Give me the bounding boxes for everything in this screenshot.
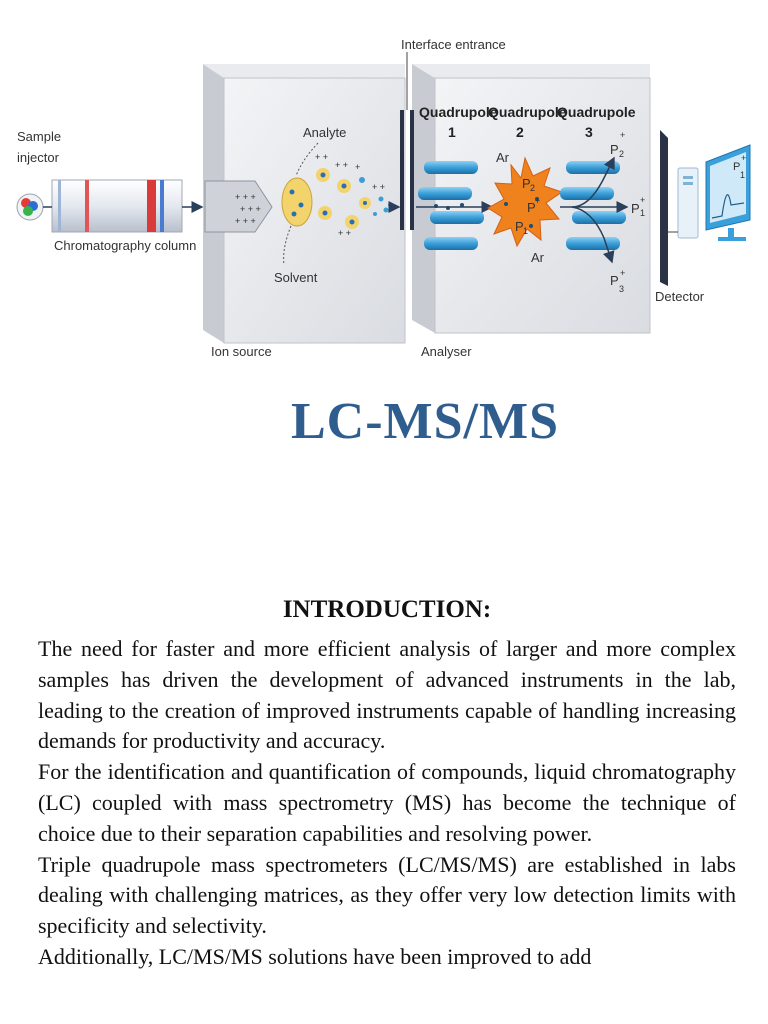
analyte-label: Analyte	[303, 125, 346, 140]
svg-text:P: P	[610, 142, 619, 157]
argon-bottom-label: Ar	[531, 250, 545, 265]
fragment-ions-labels: P 2 P + P 1	[515, 176, 540, 236]
paragraph-4: Additionally, LC/MS/MS solutions have be…	[38, 943, 592, 969]
svg-text:1: 1	[523, 226, 528, 236]
analyte-pointer	[295, 142, 319, 177]
svg-text:P: P	[733, 161, 740, 173]
svg-text:P: P	[522, 176, 531, 191]
product-ions-labels: P + 2 P + 1 P + 3	[610, 130, 645, 294]
sample-injector-icon	[16, 193, 44, 221]
svg-text:P: P	[610, 273, 619, 288]
interface-plate-right	[410, 110, 414, 230]
chromatography-column-label: Chromatography column	[54, 238, 196, 253]
page-title: LC-MS/MS	[291, 393, 559, 450]
paragraph-3: Triple quadrupole mass spectrometers (LC…	[38, 851, 736, 939]
sample-injector-label-line2: injector	[17, 150, 60, 165]
svg-text:3: 3	[619, 284, 624, 294]
svg-text:+ +: + +	[372, 182, 385, 192]
collision-cell-starburst	[487, 156, 564, 248]
svg-text:+: +	[741, 153, 746, 163]
ion-source-nozzle: + + + + + + + + +	[204, 180, 273, 233]
introduction-body: The need for faster and more efficient a…	[38, 634, 736, 973]
lc-ms-ms-schematic-diagram: Sample injector Chromatography column + …	[16, 37, 751, 359]
svg-text:+ + +: + + +	[235, 216, 256, 226]
svg-text:+ + +: + + +	[235, 192, 256, 202]
quadrupole-1-rods	[418, 161, 484, 250]
svg-text:+ +: + +	[335, 160, 348, 170]
svg-text:+ +: + +	[338, 228, 351, 238]
svg-text:+ + +: + + +	[240, 204, 261, 214]
quadrupole-2-label: Quadrupole	[488, 104, 567, 120]
svg-text:1: 1	[740, 170, 745, 180]
detector-label: Detector	[655, 289, 705, 304]
argon-top-label: Ar	[496, 150, 510, 165]
svg-text:P: P	[515, 219, 524, 234]
section-heading: INTRODUCTION:	[282, 596, 492, 623]
svg-text:+: +	[640, 195, 645, 205]
monitor-chromatogram-icon: P + 1	[705, 144, 751, 241]
svg-text:2: 2	[619, 149, 624, 159]
solvent-label: Solvent	[274, 270, 318, 285]
quadrupole-2-number: 2	[516, 124, 524, 140]
quadrupole-3-label: Quadrupole	[557, 104, 636, 120]
detector-plate	[660, 130, 668, 286]
svg-text:+ +: + +	[315, 152, 328, 162]
analyser-label: Analyser	[421, 344, 472, 359]
sample-injector-label-line1: Sample	[17, 129, 61, 144]
analyte-droplets: + + + + + + + + +	[281, 152, 392, 238]
quadrupole-1-number: 1	[448, 124, 456, 140]
interface-plate-left	[400, 110, 404, 230]
paragraph-1: The need for faster and more efficient a…	[38, 636, 736, 754]
paragraph-2: For the identification and quantificatio…	[38, 759, 736, 846]
quadrupole-3-rods	[560, 161, 626, 250]
quadrupole-1-label: Quadrupole	[419, 104, 498, 120]
ion-source-label: Ion source	[211, 344, 272, 359]
interface-entrance-label: Interface entrance	[401, 37, 506, 52]
svg-text:1: 1	[640, 208, 645, 218]
svg-text:P: P	[527, 200, 536, 215]
chromatography-column	[51, 179, 183, 233]
svg-text:+: +	[355, 162, 360, 172]
quadrupole-3-number: 3	[585, 124, 593, 140]
svg-text:+: +	[620, 268, 625, 278]
svg-text:+: +	[620, 130, 625, 140]
svg-text:+: +	[535, 196, 540, 206]
svg-text:P: P	[631, 201, 640, 216]
svg-text:2: 2	[530, 183, 535, 193]
computer-tower-icon	[668, 167, 699, 239]
solvent-pointer	[283, 225, 292, 266]
